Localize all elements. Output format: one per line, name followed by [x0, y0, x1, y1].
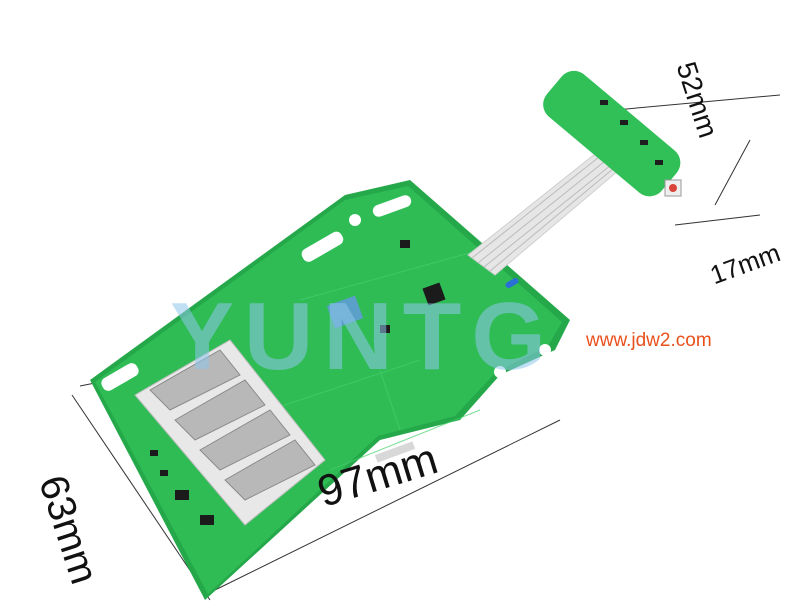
watermark: YUNTG — [170, 283, 556, 390]
chips — [150, 240, 446, 525]
battery-terminals — [134, 339, 326, 526]
button-red-icon — [669, 184, 677, 192]
main-pcb — [90, 180, 570, 600]
blue-jumper — [505, 278, 519, 288]
ribbon-cable — [467, 149, 626, 276]
website-url: www.jdw2.com — [586, 330, 712, 351]
indicator-pcb — [543, 70, 682, 197]
